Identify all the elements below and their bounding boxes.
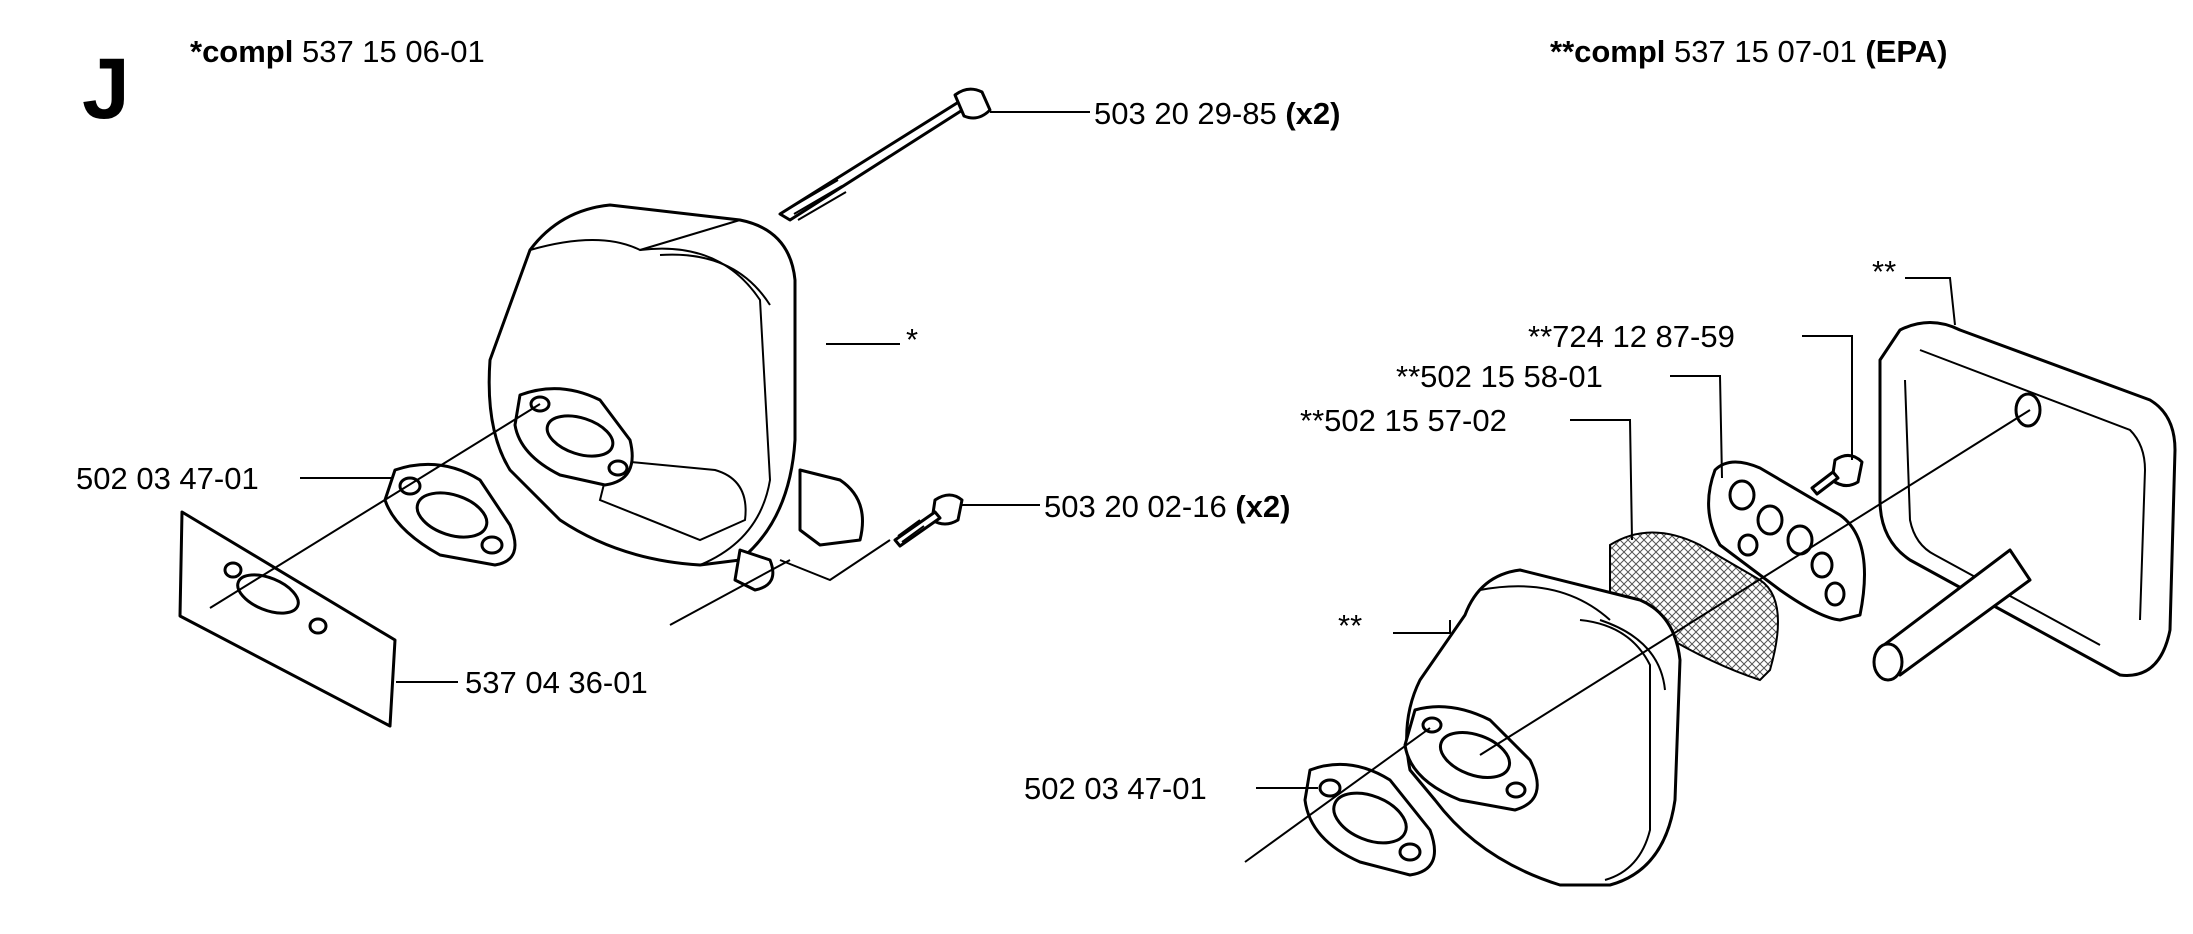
muffler-left bbox=[487, 203, 864, 592]
callout-muffler-left: * bbox=[906, 322, 918, 357]
callout-plate-left: 537 04 36-01 bbox=[465, 665, 648, 700]
callout-gasket-left: 502 03 47-01 bbox=[76, 461, 259, 496]
muffler-right bbox=[1403, 568, 1682, 887]
kit-left-number: 537 15 06-01 bbox=[293, 34, 484, 69]
callout-screw-short-qty: (x2) bbox=[1235, 489, 1290, 524]
kit-left-prefix: *compl bbox=[190, 34, 293, 69]
kit-right-label: **compl 537 15 07-01 (EPA) bbox=[1550, 34, 1947, 69]
callout-screw-short-part: 503 20 02-16 bbox=[1044, 489, 1235, 524]
screw-right bbox=[1810, 454, 1864, 496]
cover-right bbox=[1878, 321, 2177, 677]
screen-right bbox=[1609, 531, 1779, 682]
callout-gasket-right: 502 03 47-01 bbox=[1024, 771, 1207, 806]
spacer-tube bbox=[1872, 548, 2032, 682]
gasket-left bbox=[383, 462, 517, 567]
callout-bolt-long: 503 20 29-85 (x2) bbox=[1094, 96, 1340, 131]
left-assembly bbox=[178, 87, 992, 728]
kit-right-prefix: **compl bbox=[1550, 34, 1665, 69]
right-assembly bbox=[1244, 321, 2177, 887]
long-bolt bbox=[778, 87, 992, 222]
short-screw-left bbox=[893, 493, 964, 548]
callout-screw-right: **724 12 87-59 bbox=[1528, 319, 1735, 354]
callout-bolt-long-part: 503 20 29-85 bbox=[1094, 96, 1285, 131]
plate-left bbox=[178, 510, 397, 728]
callout-screw-short: 503 20 02-16 (x2) bbox=[1044, 489, 1290, 524]
kit-left-label: *compl 537 15 06-01 bbox=[190, 34, 485, 69]
plate-right bbox=[1707, 460, 1866, 622]
kit-right-suffix: (EPA) bbox=[1865, 34, 1947, 69]
callout-muffler-right: ** bbox=[1338, 608, 1362, 643]
callout-plate-right: **502 15 58-01 bbox=[1396, 359, 1603, 394]
section-letter: J bbox=[82, 41, 130, 137]
callout-cover: ** bbox=[1872, 254, 1896, 289]
callout-screen-right: **502 15 57-02 bbox=[1300, 403, 1507, 438]
gasket-right bbox=[1303, 762, 1436, 877]
kit-right-number: 537 15 07-01 bbox=[1665, 34, 1865, 69]
callout-bolt-long-qty: (x2) bbox=[1285, 96, 1340, 131]
